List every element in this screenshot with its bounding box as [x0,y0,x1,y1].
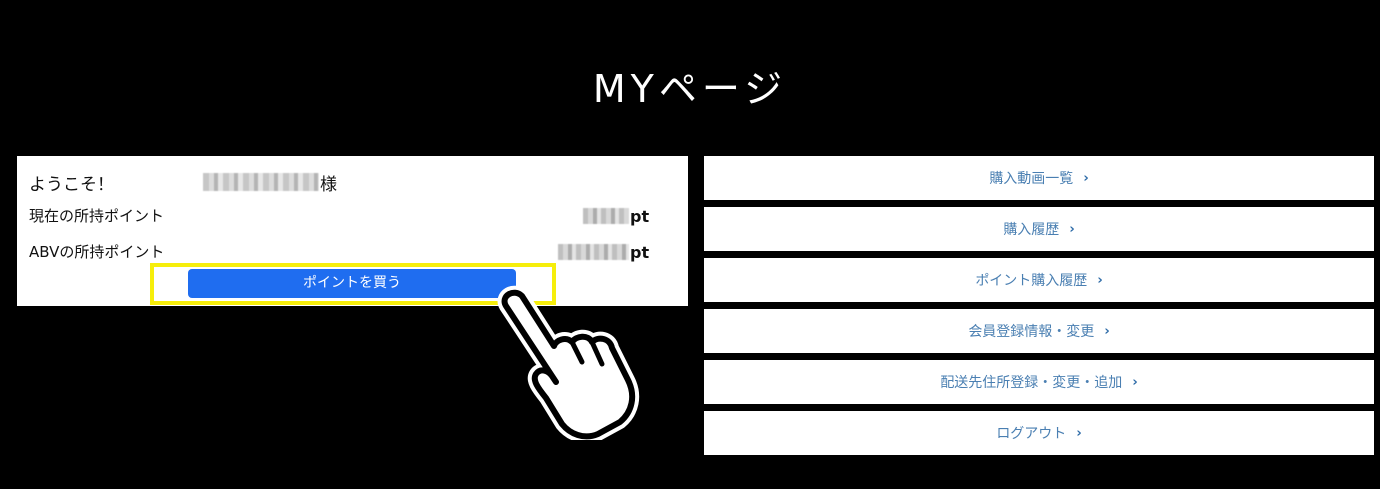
menu-item-label: 配送先住所登録・変更・追加 [940,375,1123,391]
chevron-right-icon: › [1069,221,1075,237]
current-points-value-redacted [583,208,629,224]
menu-item-label: ログアウト [996,426,1067,442]
menu-item-label: 購入履歴 [1003,222,1060,238]
menu-item-point-purchase-history[interactable]: ポイント購入履歴 › [704,258,1374,302]
chevron-right-icon: › [1104,323,1110,339]
page-title: MYページ [592,67,788,111]
user-name-redacted [203,173,319,191]
buy-button-highlight [150,263,556,305]
chevron-right-icon: › [1097,272,1103,288]
buy-points-button[interactable]: ポイントを買う [188,269,516,298]
menu-item-shipping-address[interactable]: 配送先住所登録・変更・追加 › [704,360,1374,404]
pointing-hand-icon [497,285,640,440]
menu-item-logout[interactable]: ログアウト › [704,411,1374,455]
menu-item-label: 会員登録情報・変更 [968,324,1095,340]
welcome-label: ようこそ！ [29,175,114,195]
abv-points-label: ABVの所持ポイント [29,243,165,261]
user-honorific: 様 [320,175,337,195]
chevron-right-icon: › [1132,374,1138,390]
menu-item-member-info[interactable]: 会員登録情報・変更 › [704,309,1374,353]
chevron-right-icon: › [1083,170,1089,186]
abv-points-unit: pt [630,243,650,262]
current-points-label: 現在の所持ポイント [29,207,165,225]
menu-item-purchased-videos[interactable]: 購入動画一覧 › [704,156,1374,200]
abv-points-value-redacted [558,244,629,260]
menu-item-label: 購入動画一覧 [989,171,1074,187]
menu-item-label: ポイント購入履歴 [975,273,1088,289]
current-points-unit: pt [630,207,650,226]
menu-item-purchase-history[interactable]: 購入履歴 › [704,207,1374,251]
chevron-right-icon: › [1076,425,1082,441]
